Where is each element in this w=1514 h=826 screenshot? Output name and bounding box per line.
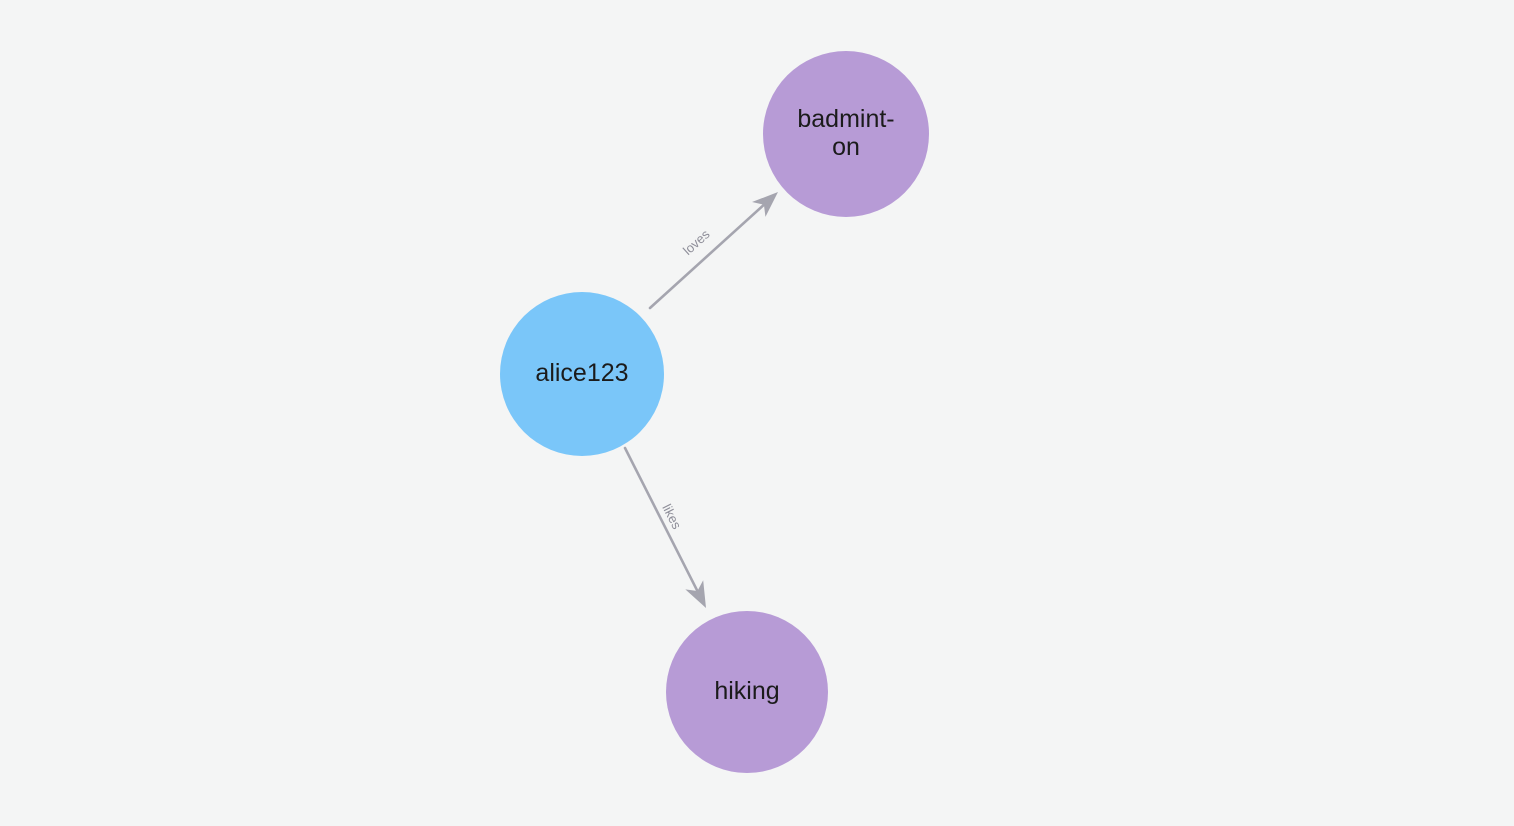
edge-arrowhead (752, 192, 778, 217)
graph-node-hiking[interactable]: hiking (666, 611, 828, 773)
edge-label: loves (680, 226, 713, 258)
node-circle[interactable] (763, 51, 929, 217)
edge-label: likes (659, 502, 684, 532)
edge-arrowhead (685, 580, 706, 608)
nodes-layer: alice123 badmint-on hiking (500, 51, 929, 773)
node-circle[interactable] (666, 611, 828, 773)
node-circle[interactable] (500, 292, 664, 456)
edge-line (623, 446, 702, 598)
graph-node-alice123[interactable]: alice123 (500, 292, 664, 456)
edge-line (648, 199, 770, 310)
graph-node-badminton[interactable]: badmint-on (763, 51, 929, 217)
graph-edge[interactable]: likes (623, 446, 715, 613)
graph-edge[interactable]: loves (648, 185, 785, 310)
